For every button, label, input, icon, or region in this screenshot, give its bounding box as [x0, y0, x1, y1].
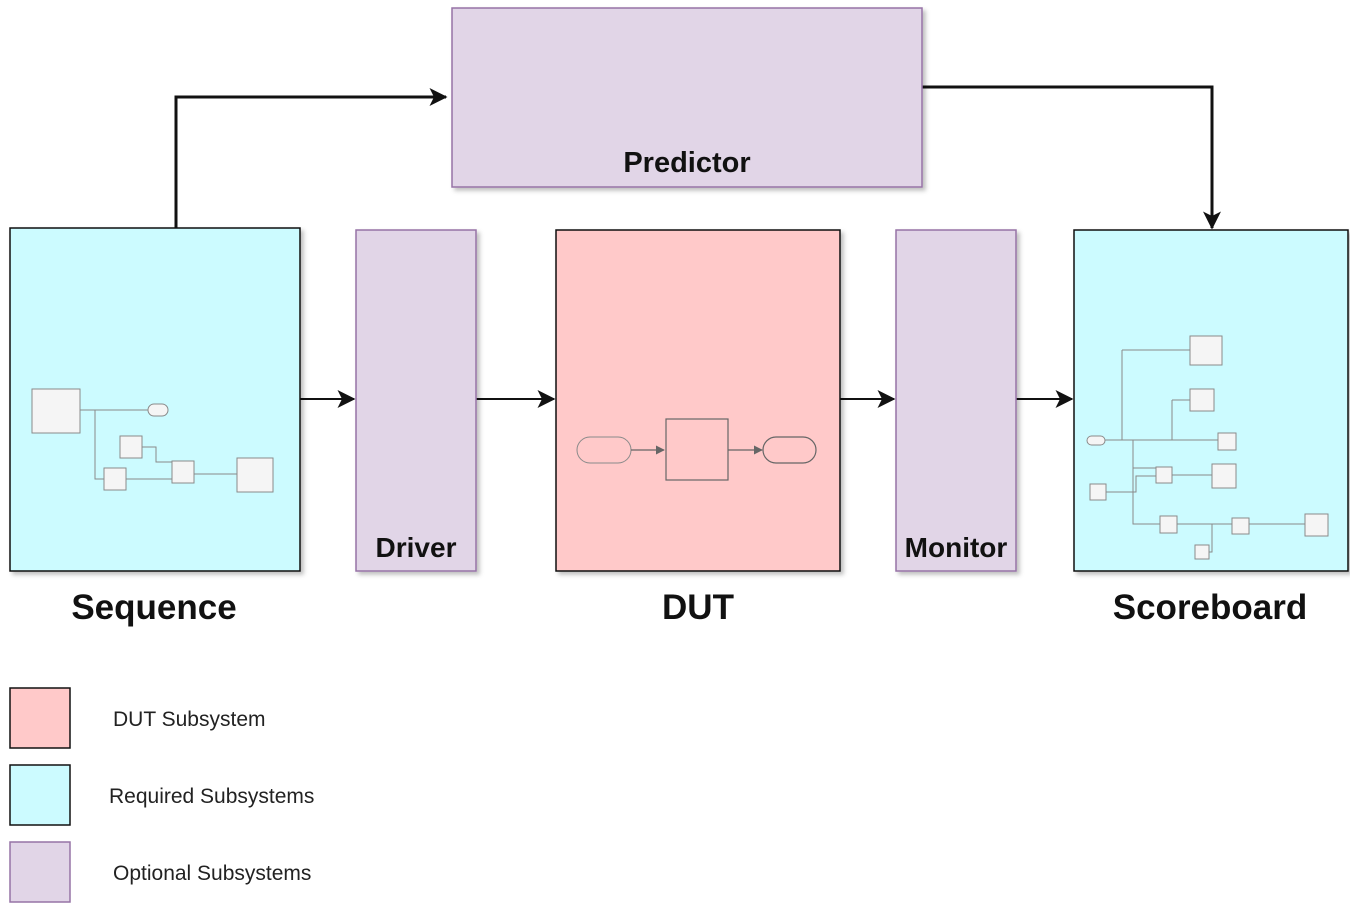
legend-item-optional: Optional Subsystems [9, 841, 311, 903]
legend-label-optional: Optional Subsystems [113, 862, 311, 885]
sequence-to-predictor-arrow [174, 88, 448, 228]
predictor-label: Predictor [623, 147, 750, 179]
scoreboard-label: Scoreboard [1113, 588, 1308, 627]
predictor-to-scoreboard-arrow [922, 85, 1221, 230]
sequence-block[interactable] [9, 227, 301, 572]
legend-swatch-required [9, 764, 71, 826]
legend-swatch-optional [9, 841, 71, 903]
legend-label-required: Required Subsystems [109, 785, 314, 808]
sequence-mini-model-icon [31, 388, 274, 493]
monitor-block[interactable]: Monitor [895, 229, 1017, 572]
legend-item-dut: DUT Subsystem [9, 687, 266, 749]
driver-label: Driver [376, 532, 457, 563]
predictor-block[interactable]: Predictor [451, 7, 923, 188]
dut-label: DUT [662, 588, 734, 627]
dut-mini-model-icon [576, 418, 817, 481]
legend-item-required: Required Subsystems [9, 764, 314, 826]
driver-block[interactable]: Driver [355, 229, 477, 572]
dut-block[interactable] [555, 229, 841, 572]
connectors [174, 85, 1221, 408]
legend: DUT Subsystem Required Subsystems Option… [9, 687, 314, 903]
monitor-label: Monitor [905, 532, 1008, 563]
scoreboard-block[interactable] [1073, 229, 1349, 572]
legend-swatch-dut [9, 687, 71, 749]
scoreboard-mini-model-icon [1086, 335, 1329, 560]
sequence-label: Sequence [71, 588, 236, 627]
legend-label-dut: DUT Subsystem [113, 708, 266, 731]
